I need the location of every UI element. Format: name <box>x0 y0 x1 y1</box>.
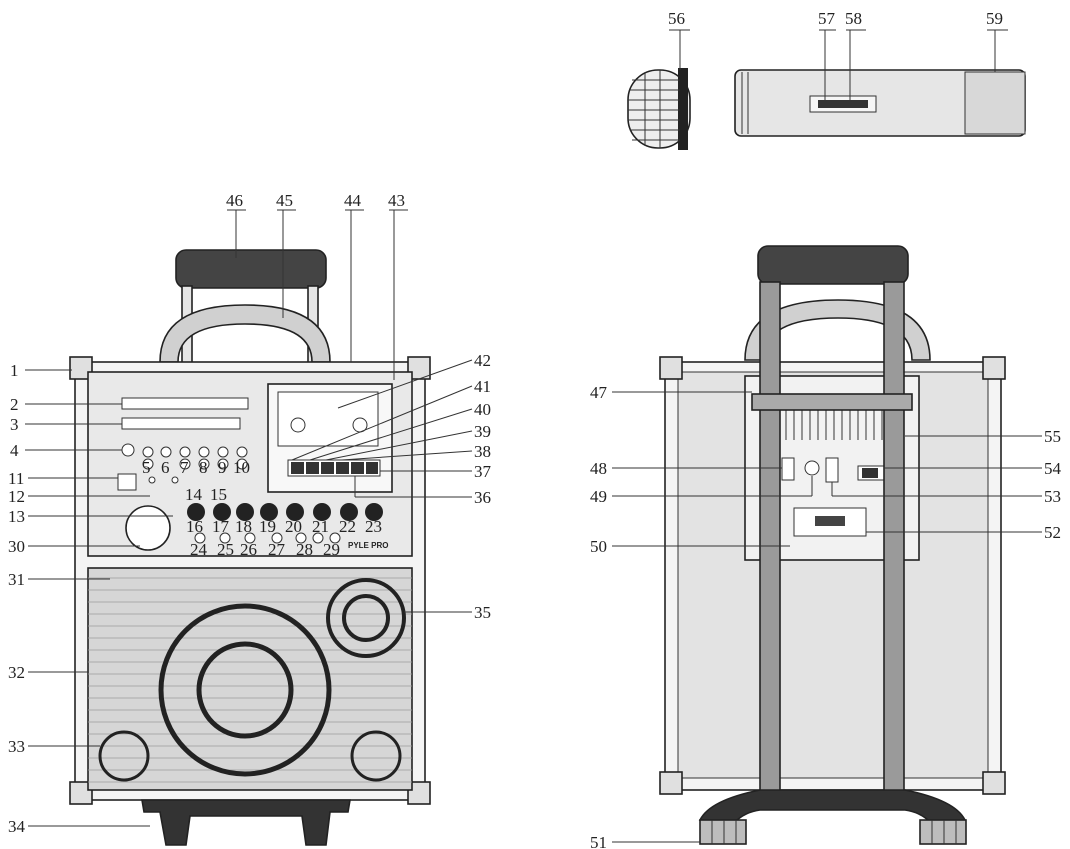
callout-15: 15 <box>210 485 227 504</box>
callout-57: 57 <box>818 9 836 28</box>
callout-19: 19 <box>259 517 276 536</box>
callout-7: 7 <box>180 458 189 477</box>
control-panel: PYLE PRO <box>87 371 413 557</box>
callout-53: 53 <box>1044 487 1061 506</box>
callout-48: 48 <box>590 459 607 478</box>
speaker-grille-front <box>87 567 413 791</box>
callout-54: 54 <box>1044 459 1062 478</box>
callout-10: 10 <box>233 458 250 477</box>
callout-16: 16 <box>186 517 203 536</box>
callout-41: 41 <box>474 377 491 396</box>
callout-29: 29 <box>323 540 340 559</box>
bass-port-right <box>350 730 402 782</box>
callout-13: 13 <box>8 507 25 526</box>
mic-display-window <box>809 95 877 113</box>
led-row <box>194 532 341 544</box>
callout-33: 33 <box>8 737 25 756</box>
trolley-handle-grip <box>757 245 909 285</box>
fuse-holder <box>804 460 820 476</box>
callout-50: 50 <box>590 537 607 556</box>
callout-36: 36 <box>474 488 491 507</box>
ac-input-socket <box>825 457 839 483</box>
callout-49: 49 <box>590 487 607 506</box>
callout-58: 58 <box>845 9 862 28</box>
wheel-left <box>699 819 747 845</box>
wheel-base-front <box>141 799 351 846</box>
callout-8: 8 <box>199 458 208 477</box>
callout-25: 25 <box>217 540 234 559</box>
callout-37: 37 <box>474 462 492 481</box>
callout-3: 3 <box>10 415 19 434</box>
callout-40: 40 <box>474 400 491 419</box>
callout-9: 9 <box>218 458 227 477</box>
callout-51: 51 <box>590 833 607 849</box>
callout-31: 31 <box>8 570 25 589</box>
woofer-inner-ring <box>196 641 294 739</box>
microphone-grille <box>627 68 691 150</box>
callout-4: 4 <box>10 441 19 460</box>
button-row-top <box>142 446 248 470</box>
display-slot-lower <box>121 417 241 430</box>
power-knob <box>121 443 135 457</box>
callout-17: 17 <box>212 517 230 536</box>
callout-55: 55 <box>1044 427 1061 446</box>
wheel-base-back <box>698 789 967 823</box>
callout-39: 39 <box>474 422 491 441</box>
callout-24: 24 <box>190 540 208 559</box>
callout-47: 47 <box>590 383 608 402</box>
wheel-right <box>919 819 967 845</box>
callout-23: 23 <box>365 517 382 536</box>
callout-34: 34 <box>8 817 26 836</box>
trolley-rail-right <box>883 281 905 799</box>
speaker-back-view <box>659 245 1006 845</box>
callout-27: 27 <box>268 540 286 559</box>
callout-43: 43 <box>388 191 405 210</box>
media-player-deck <box>267 383 393 493</box>
callout-42: 42 <box>474 351 491 370</box>
trolley-rail-left <box>759 281 781 799</box>
mic-input-jack <box>125 505 171 551</box>
callout-38: 38 <box>474 442 491 461</box>
callout-52: 52 <box>1044 523 1061 542</box>
callout-6: 6 <box>161 458 170 477</box>
bass-port-left <box>98 730 150 782</box>
callout-30: 30 <box>8 537 25 556</box>
callout-14: 14 <box>185 485 203 504</box>
brand-logo: PYLE PRO <box>348 541 388 550</box>
callout-45: 45 <box>276 191 293 210</box>
callout-20: 20 <box>285 517 302 536</box>
speaker-front-view: PYLE PRO <box>69 249 431 846</box>
callout-44: 44 <box>344 191 362 210</box>
callout-21: 21 <box>312 517 329 536</box>
woofer-outer-ring <box>158 603 332 777</box>
callout-28: 28 <box>296 540 313 559</box>
callout-5: 5 <box>142 458 151 477</box>
callout-labels: 1 2 3 4 11 12 13 30 31 32 33 34 5 6 7 8 … <box>8 9 1062 849</box>
tweeter-inner-ring <box>342 594 390 642</box>
callout-2: 2 <box>10 395 19 414</box>
callout-11: 11 <box>8 469 24 488</box>
display-slot-upper <box>121 397 249 410</box>
callout-22: 22 <box>339 517 356 536</box>
callout-26: 26 <box>240 540 257 559</box>
callout-59: 59 <box>986 9 1003 28</box>
callout-35: 35 <box>474 603 491 622</box>
tweeter-outer-ring <box>326 578 406 658</box>
callout-18: 18 <box>235 517 252 536</box>
callout-32: 32 <box>8 663 25 682</box>
callout-1: 1 <box>10 361 19 380</box>
ir-sensor <box>117 473 137 491</box>
callout-12: 12 <box>8 487 25 506</box>
volume-knob-row <box>187 503 383 521</box>
wireless-microphone <box>627 68 1026 150</box>
callout-56: 56 <box>668 9 685 28</box>
power-switch <box>781 457 795 481</box>
callout-46: 46 <box>226 191 243 210</box>
